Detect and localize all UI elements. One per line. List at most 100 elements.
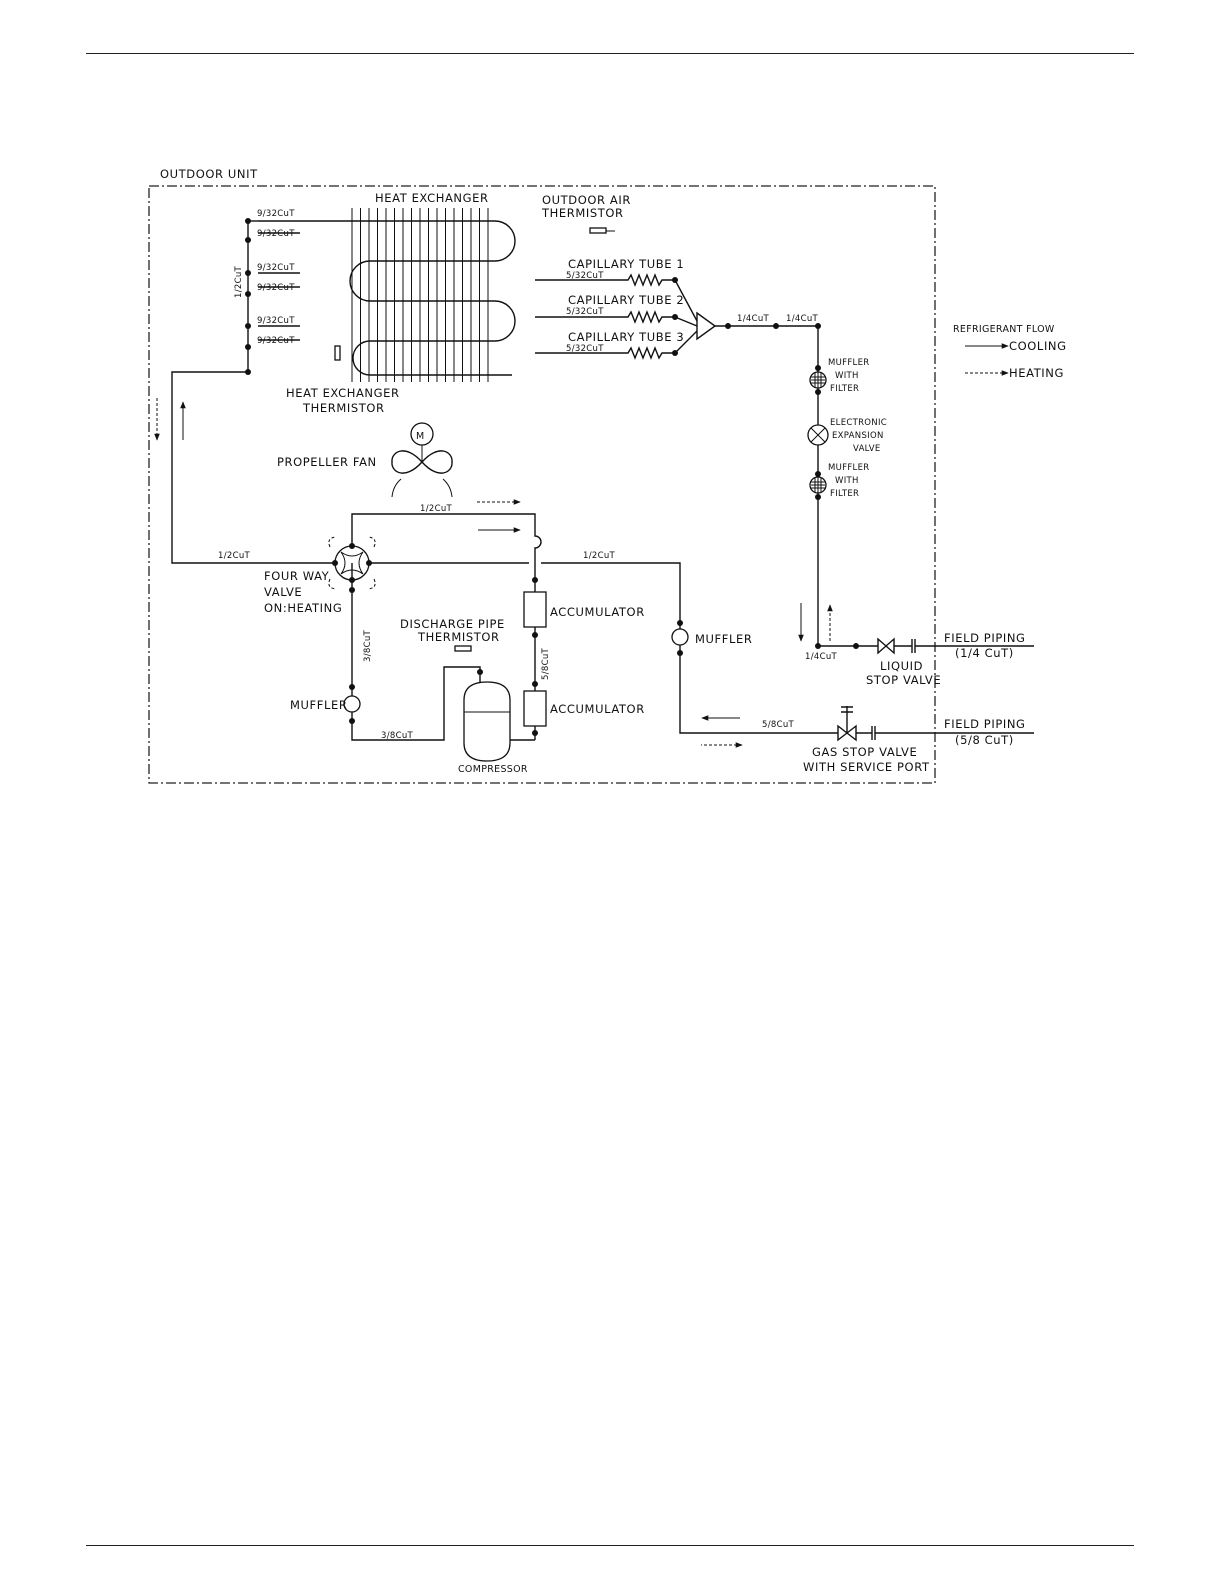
field-piping-top-label-1: FIELD PIPING xyxy=(944,631,1026,645)
liquid-stop-valve-label-1: LIQUID xyxy=(880,659,923,673)
hx-branch-size-6: 9/32CuT xyxy=(257,336,295,346)
gas-stop-valve-icon xyxy=(837,724,857,742)
legend-heating-label: HEATING xyxy=(1009,366,1064,380)
hx-junction-dot xyxy=(245,218,251,224)
legend-title: REFRIGERANT FLOW xyxy=(953,324,1055,335)
pipe-junction-dot xyxy=(332,560,338,566)
right-muffler-label: MUFFLER xyxy=(695,632,752,646)
eev-label-3: VALVE xyxy=(853,444,881,454)
hx-junction-dot xyxy=(245,323,251,329)
hx-junction-dot xyxy=(245,270,251,276)
discharge-bottom-size: 3/8CuT xyxy=(381,731,414,741)
distributor-icon xyxy=(696,311,717,341)
hx-junction-dot xyxy=(245,291,251,297)
footer-rule xyxy=(86,1545,1134,1546)
four-way-valve-label-2: VALVE xyxy=(264,585,302,599)
heat-exchanger-label: HEAT EXCHANGER xyxy=(375,191,489,205)
liquid-junction-dot xyxy=(672,350,678,356)
pipe-junction-dot xyxy=(477,669,483,675)
muffler-filter-bot-label-1: MUFFLER xyxy=(828,463,869,473)
gas-line-size: 5/8CuT xyxy=(762,720,795,730)
liquid-junction-dot xyxy=(773,323,779,329)
hx-thermistor-label-1: HEAT EXCHANGER xyxy=(286,386,400,400)
muffler-filter-bottom xyxy=(809,476,827,494)
pipe-junction-dot xyxy=(532,681,538,687)
valve-top-size: 1/2CuT xyxy=(420,504,453,514)
discharge-thermistor-label-2: THERMISTOR xyxy=(417,630,500,644)
left-muffler-label: MUFFLER xyxy=(290,698,347,712)
propeller-fan-label: PROPELLER FAN xyxy=(277,455,377,469)
cap-1-size: 5/32CuT xyxy=(566,271,604,281)
cap-2-size: 5/32CuT xyxy=(566,307,604,317)
suction-size: 1/2CuT xyxy=(583,551,616,561)
right-muffler-icon xyxy=(671,628,689,646)
dist-out-size-1: 1/4CuT xyxy=(737,314,770,324)
heat-exchanger-fins xyxy=(351,208,489,382)
pipe-junction-dot xyxy=(349,718,355,724)
accumulator-link-size: 5/8CuT xyxy=(541,647,551,680)
field-piping-bot-label-1: FIELD PIPING xyxy=(944,717,1026,731)
left-muffler-icon xyxy=(343,695,361,713)
header-rule xyxy=(86,53,1134,54)
propeller-fan xyxy=(391,422,453,498)
liquid-stop-valve-icon xyxy=(877,637,895,655)
accumulator-1-icon xyxy=(523,591,547,628)
liquid-junction-dot xyxy=(725,323,731,329)
pipe-junction-dot xyxy=(677,650,683,656)
pipe-junction-dot xyxy=(366,560,372,566)
hx-branch-size-3: 9/32CuT xyxy=(257,263,295,273)
dist-out-size-2: 1/4CuT xyxy=(786,314,819,324)
hx-branch-size-5: 9/32CuT xyxy=(257,316,295,326)
hx-branch-size-1: 9/32CuT xyxy=(257,209,295,219)
hx-junction-dot xyxy=(245,237,251,243)
cap-tube-2-label: CAPILLARY TUBE 2 xyxy=(568,293,684,307)
discharge-thermistor-label-1: DISCHARGE PIPE xyxy=(400,617,505,631)
liquid-line-size: 1/4CuT xyxy=(805,652,838,662)
four-way-valve-label-1: FOUR WAY xyxy=(264,569,330,583)
outdoor-air-thermistor-label-1: OUTDOOR AIR xyxy=(542,193,631,207)
capillary-tubes xyxy=(535,273,818,360)
pipe-junction-dot xyxy=(349,587,355,593)
electronic-expansion-valve-icon xyxy=(807,424,829,446)
valve-left-size: 1/2CuT xyxy=(218,551,251,561)
muffler-filter-bot-label-2: WITH xyxy=(835,476,859,486)
field-piping-bot-label-2: (5/8 CuT) xyxy=(955,733,1014,747)
hx-branch-size-4: 9/32CuT xyxy=(257,283,295,293)
hx-branch-size-2: 9/32CuT xyxy=(257,229,295,239)
gas-stop-valve-label-2: WITH SERVICE PORT xyxy=(803,760,930,774)
legend-cooling-label: COOLING xyxy=(1009,339,1067,353)
compressor-icon xyxy=(463,681,511,762)
muffler-filter-top xyxy=(809,371,827,389)
cap-3-size: 5/32CuT xyxy=(566,344,604,354)
hx-junction-dot xyxy=(245,344,251,350)
pipe-junction-dot xyxy=(532,632,538,638)
muffler-filter-top-label-3: FILTER xyxy=(830,384,859,394)
four-way-valve-icon xyxy=(328,513,542,590)
pipe-junction-dot xyxy=(349,684,355,690)
liquid-junction-dot xyxy=(672,314,678,320)
outdoor-unit-label: OUTDOOR UNIT xyxy=(160,167,258,181)
pipe-junction-dot xyxy=(532,577,538,583)
fan-motor-label: M xyxy=(416,431,425,442)
eev-label-1: ELECTRONIC xyxy=(830,418,887,428)
accumulator-2-label: ACCUMULATOR xyxy=(550,702,645,716)
outdoor-air-thermistor-label-2: THERMISTOR xyxy=(541,206,624,220)
liquid-junction-dot xyxy=(672,277,678,283)
flow-legend: REFRIGERANT FLOW COOLING HEATING xyxy=(953,324,1067,380)
muffler-filter-top-label-2: WITH xyxy=(835,371,859,381)
cap-tube-1-label: CAPILLARY TUBE 1 xyxy=(568,257,684,271)
pipe-junction-dot xyxy=(349,577,355,583)
muffler-filter-top-label-1: MUFFLER xyxy=(828,358,869,368)
field-piping-top-label-2: (1/4 CuT) xyxy=(955,646,1014,660)
heat-exchanger xyxy=(258,208,516,382)
pipe-junction-dot xyxy=(349,543,355,549)
muffler-filter-bot-label-3: FILTER xyxy=(830,489,859,499)
gas-stop-valve-label-1: GAS STOP VALVE xyxy=(812,745,917,759)
eev-label-2: EXPANSION xyxy=(832,431,884,441)
discharge-vert-size: 3/8CuT xyxy=(363,629,373,662)
discharge-thermistor-icon xyxy=(454,645,472,652)
compressor-label: COMPRESSOR xyxy=(458,764,528,775)
hx-thermistor-label-2: THERMISTOR xyxy=(302,401,385,415)
liquid-stop-valve-label-2: STOP VALVE xyxy=(866,673,941,687)
